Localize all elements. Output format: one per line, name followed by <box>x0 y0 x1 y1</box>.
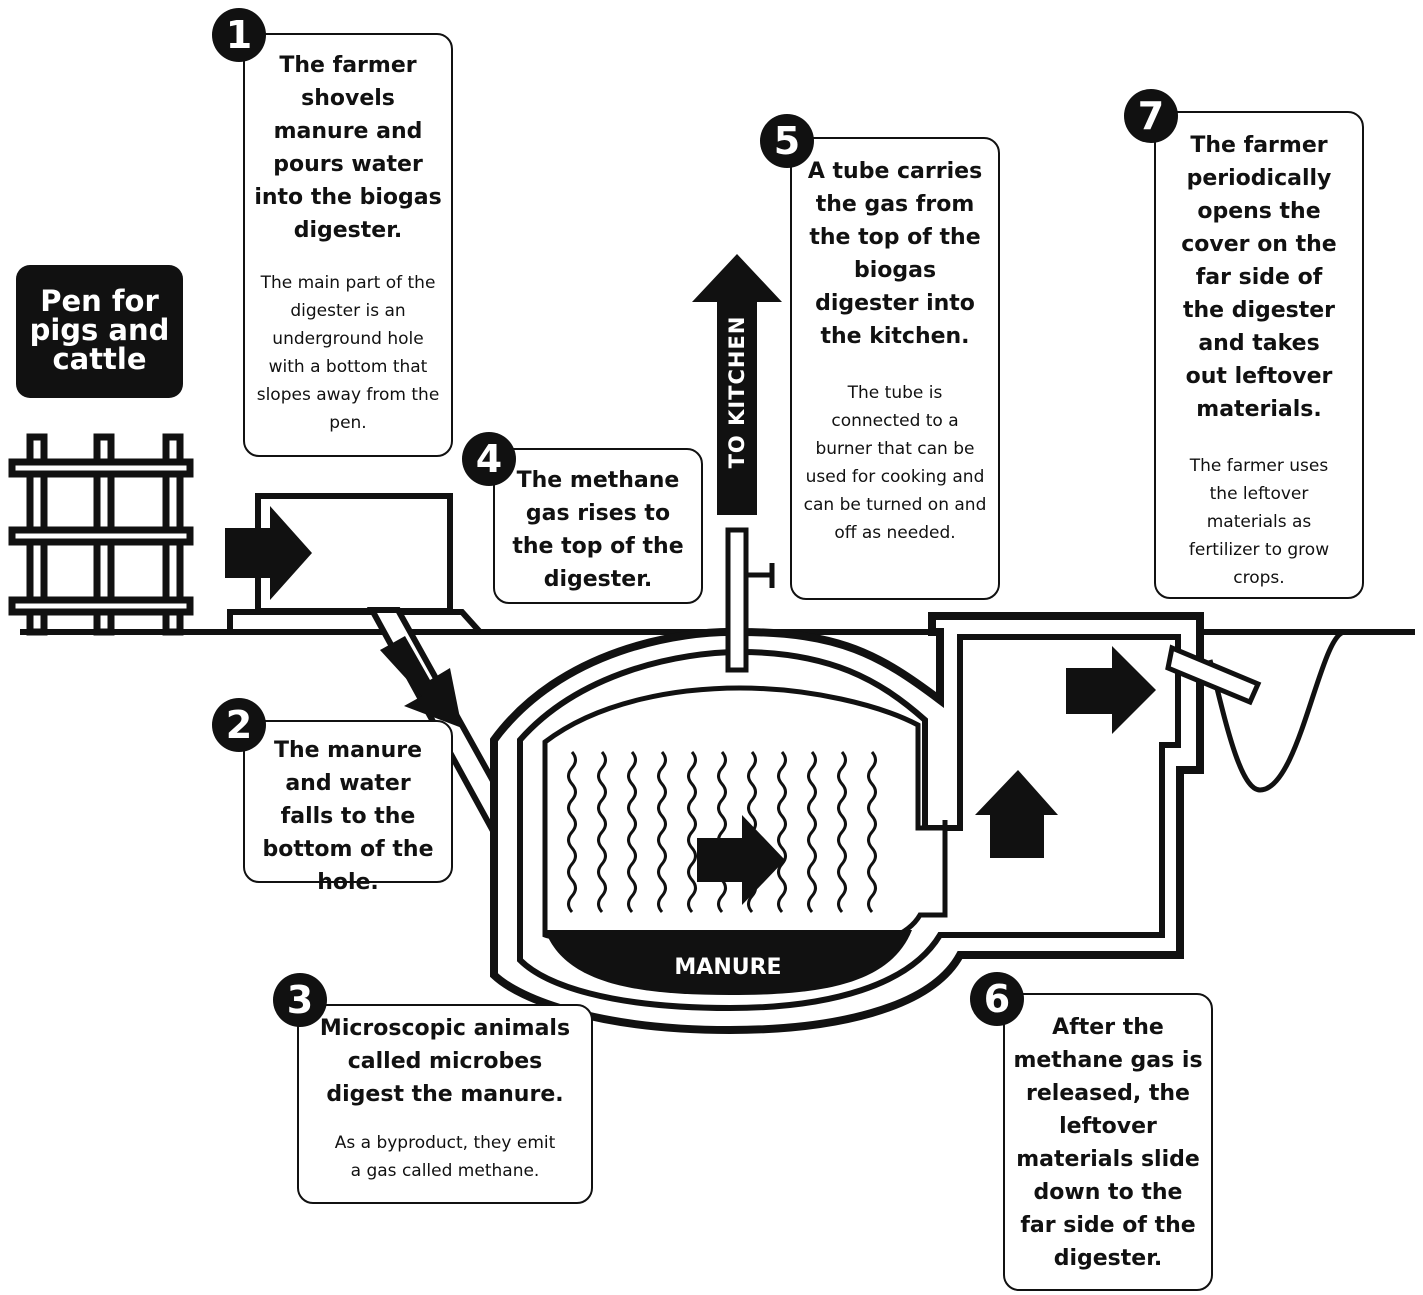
step-1-body: The main part of the digester is an unde… <box>256 273 440 433</box>
step-7-heading: The farmer periodically opens the cover … <box>1181 133 1337 422</box>
step-1-box: The farmer shovels manure and pours wate… <box>243 33 453 457</box>
manure-label: MANURE <box>674 955 782 980</box>
step-5-badge: 5 <box>760 114 814 168</box>
methane-wave <box>807 751 817 913</box>
step-6-heading: After the methane gas is released, the l… <box>1013 1015 1203 1271</box>
kitchen-label: TO KITCHEN <box>725 315 749 469</box>
arrow-up-outlet <box>975 770 1058 858</box>
step-3-body: As a byproduct, they emit a gas called m… <box>334 1133 556 1181</box>
methane-wave <box>567 751 577 913</box>
step-5-heading: A tube carries the gas from the top of t… <box>807 159 983 349</box>
inlet-base <box>227 609 483 635</box>
methane-wave <box>837 751 847 913</box>
step-4-badge: 4 <box>462 432 516 486</box>
step-4-box: The methane gas rises to the top of the … <box>493 448 703 604</box>
step-7-body: The farmer uses the leftover materials a… <box>1188 456 1330 588</box>
step-2-box: The manure and water falls to the bottom… <box>243 720 453 895</box>
step-2-badge: 2 <box>212 698 266 752</box>
step-3-box: Microscopic animals called microbes dige… <box>297 1004 593 1204</box>
methane-wave <box>657 751 667 913</box>
methane-wave <box>627 751 637 913</box>
step-3-heading: Microscopic animals called microbes dige… <box>319 1016 571 1107</box>
arrow-through-digester <box>697 815 785 905</box>
arrow-to-kitchen <box>692 254 782 515</box>
methane-wave <box>867 751 877 913</box>
hill <box>1207 629 1415 793</box>
step-4-heading: The methane gas rises to the top of the … <box>512 468 684 592</box>
methane-wave <box>597 751 607 913</box>
step-1-heading: The farmer shovels manure and pours wate… <box>254 53 442 243</box>
methane-wave <box>687 751 697 913</box>
step-6-badge: 6 <box>970 972 1024 1026</box>
methane-wave <box>777 751 787 913</box>
step-2-heading: The manure and water falls to the bottom… <box>262 738 434 895</box>
arrow-into-inlet <box>225 506 312 600</box>
step-7-box: The farmer periodically opens the cover … <box>1154 111 1364 599</box>
step-5-box: A tube carries the gas from the top of t… <box>790 137 1000 600</box>
step-6-box: After the methane gas is released, the l… <box>1003 993 1213 1291</box>
step-3-badge: 3 <box>273 973 327 1027</box>
step-1-badge: 1 <box>212 8 266 62</box>
step-7-badge: 7 <box>1124 89 1178 143</box>
arrow-down-chute <box>380 636 462 728</box>
outlet-pipe <box>1165 644 1262 706</box>
gas-tube <box>725 527 749 673</box>
pen-label: Pen for pigs and cattle <box>16 265 183 398</box>
fence <box>8 433 194 636</box>
methane-wave <box>717 751 727 913</box>
manure-pool <box>545 930 912 995</box>
step-5-body: The tube is connected to a burner that c… <box>803 383 987 543</box>
arrow-to-outlet <box>1066 646 1156 734</box>
